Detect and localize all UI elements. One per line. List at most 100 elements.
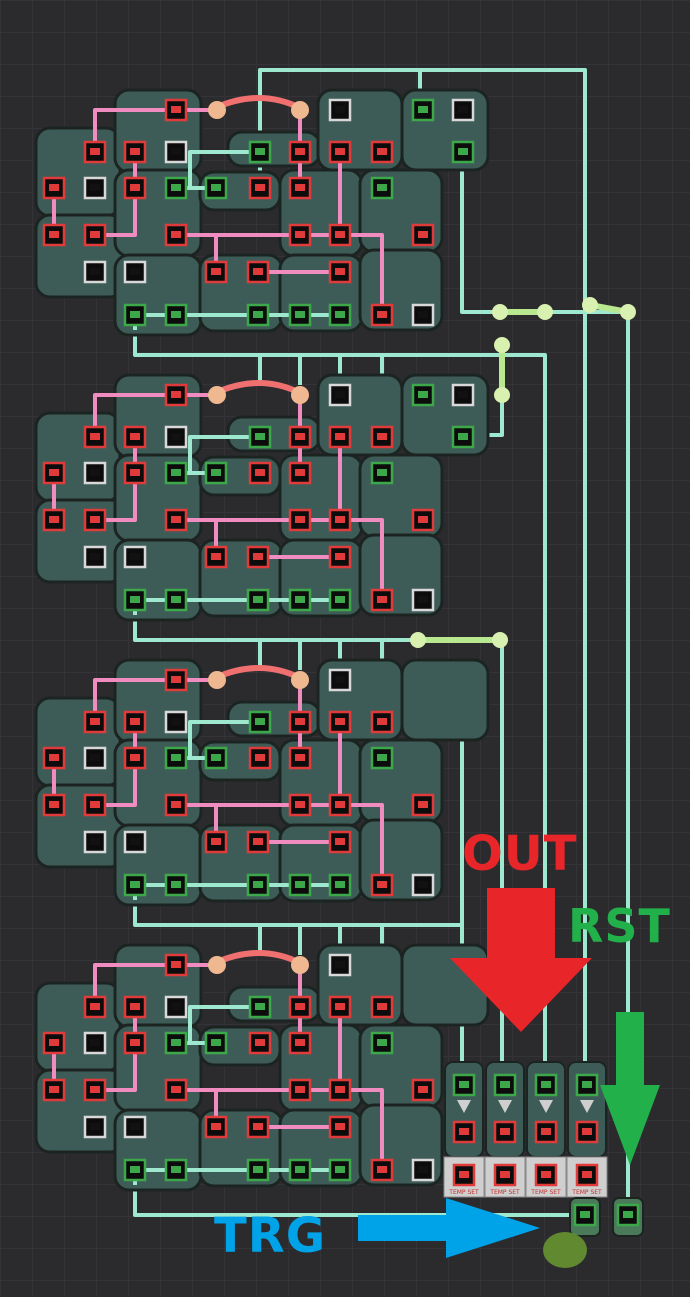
port-glyph-icon — [335, 433, 345, 440]
port-glyph-icon — [90, 1039, 100, 1046]
pink-signal-wire — [93, 678, 215, 722]
port-glyph-icon — [253, 553, 263, 560]
bridge-end-icon — [410, 632, 426, 648]
port-glyph-icon — [171, 516, 181, 523]
port-glyph-icon — [418, 596, 428, 603]
port-glyph-icon — [295, 1086, 305, 1093]
port-glyph-icon — [253, 1166, 263, 1173]
pink-signal-wire — [93, 108, 215, 152]
signal-wire — [188, 1005, 260, 1043]
port-glyph-icon — [295, 516, 305, 523]
port-glyph-icon — [211, 1123, 221, 1130]
port-glyph-icon — [458, 391, 468, 398]
port-glyph-icon — [90, 838, 100, 845]
port-glyph-icon — [49, 801, 59, 808]
port-glyph-icon — [541, 1081, 551, 1088]
pink-signal-wire — [176, 1088, 384, 1170]
port-glyph-icon — [171, 106, 181, 113]
port-glyph-icon — [171, 1039, 181, 1046]
port-glyph-icon — [418, 1086, 428, 1093]
port-glyph-icon — [90, 754, 100, 761]
port-glyph-icon — [295, 754, 305, 761]
port-glyph-icon — [335, 676, 345, 683]
port-glyph-icon — [130, 433, 140, 440]
logic-gate[interactable] — [34, 981, 122, 1073]
sensor-text: TEMP SET — [571, 1189, 602, 1196]
port-glyph-icon — [377, 1039, 387, 1046]
port-glyph-icon — [459, 1081, 469, 1088]
bridge-end-icon — [208, 671, 226, 689]
signal-wire — [460, 150, 628, 314]
port-glyph-icon — [211, 184, 221, 191]
logic-gate[interactable] — [34, 411, 122, 503]
port-glyph-icon — [90, 231, 100, 238]
port-glyph-icon — [295, 469, 305, 476]
port-glyph-icon — [295, 1166, 305, 1173]
logic-gate[interactable] — [400, 658, 490, 742]
port-glyph-icon — [49, 1039, 59, 1046]
bridge-end-icon — [620, 304, 636, 320]
port-glyph-icon — [90, 148, 100, 155]
port-glyph-icon — [295, 1039, 305, 1046]
logic-gate[interactable] — [400, 943, 490, 1027]
port-glyph-icon — [171, 676, 181, 683]
port-glyph-icon — [211, 268, 221, 275]
pink-signal-wire — [176, 233, 384, 315]
temperature-sensor[interactable] — [443, 1156, 485, 1198]
crossover-bridge — [213, 665, 302, 681]
port-glyph-icon — [295, 433, 305, 440]
logic-gate[interactable] — [34, 126, 122, 218]
port-glyph-icon — [418, 106, 428, 113]
sensor-text: TEMP SET — [530, 1189, 561, 1196]
port-glyph-icon — [335, 516, 345, 523]
port-glyph-icon — [171, 801, 181, 808]
pink-signal-wire — [176, 803, 384, 885]
pink-signal-wire — [176, 518, 384, 600]
crossover-bridge — [213, 95, 302, 111]
port-glyph-icon — [623, 1211, 633, 1218]
pink-signal-wire — [93, 393, 215, 437]
bridge-end-icon — [494, 387, 510, 403]
trg-label: TRG — [214, 1208, 327, 1264]
port-glyph-icon — [335, 106, 345, 113]
port-glyph-icon — [335, 838, 345, 845]
port-glyph-icon — [418, 1166, 428, 1173]
port-glyph-icon — [295, 801, 305, 808]
bridge-end-icon — [208, 101, 226, 119]
port-glyph-icon — [211, 553, 221, 560]
port-glyph-icon — [500, 1128, 510, 1135]
port-glyph-icon — [130, 718, 140, 725]
signal-wire — [188, 720, 260, 758]
port-glyph-icon — [253, 1123, 263, 1130]
port-glyph-icon — [130, 469, 140, 476]
port-glyph-icon — [335, 596, 345, 603]
bridge-end-icon — [537, 304, 553, 320]
port-glyph-icon — [130, 184, 140, 191]
port-glyph-icon — [335, 1086, 345, 1093]
port-glyph-icon — [418, 311, 428, 318]
port-glyph-icon — [335, 268, 345, 275]
port-glyph-icon — [418, 231, 428, 238]
port-glyph-icon — [49, 1086, 59, 1093]
port-glyph-icon — [377, 718, 387, 725]
critter-icon — [543, 1232, 587, 1268]
port-glyph-icon — [171, 961, 181, 968]
port-glyph-icon — [418, 391, 428, 398]
port-glyph-icon — [377, 469, 387, 476]
port-glyph-icon — [458, 148, 468, 155]
port-glyph-icon — [90, 516, 100, 523]
port-glyph-icon — [171, 469, 181, 476]
port-glyph-icon — [130, 881, 140, 888]
logic-gate[interactable] — [34, 696, 122, 788]
crossover-bridge — [213, 380, 302, 396]
port-glyph-icon — [335, 391, 345, 398]
port-glyph-icon — [130, 1003, 140, 1010]
port-glyph-icon — [211, 469, 221, 476]
port-glyph-icon — [295, 596, 305, 603]
port-glyph-icon — [130, 268, 140, 275]
port-glyph-icon — [377, 754, 387, 761]
port-glyph-icon — [377, 1003, 387, 1010]
port-glyph-icon — [459, 1171, 469, 1178]
